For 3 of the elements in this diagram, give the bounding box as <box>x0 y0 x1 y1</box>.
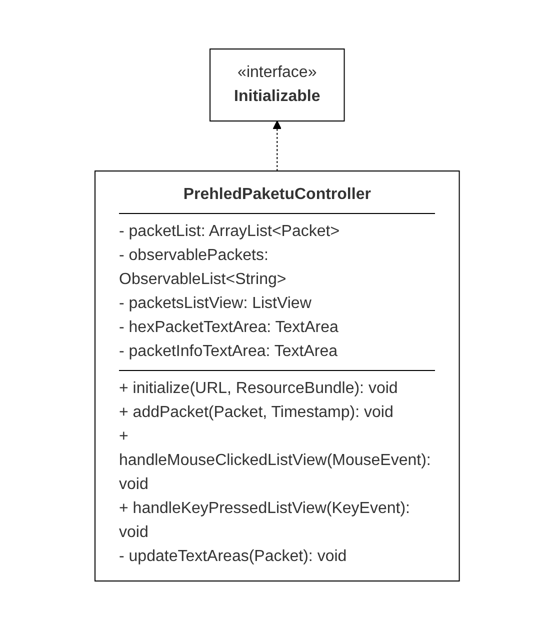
arrow <box>272 120 282 172</box>
node-box: «interface» Initializable <box>209 48 345 122</box>
node-box: PrehledPaketuController - packetList: ArrayList<Packet> - observablePackets: ObservableList<String> - packetsListView: ListView - hexPacketTextArea: TextArea - packetInfoTextArea: TextArea + initialize(URL, ResourceBundle): void + addPacket(Packet, Timestamp): void + handleMouseClickedListView(MouseEvent): void + handleKeyPressedListView(KeyEvent): void - updateTextAreas(Packet): void <box>94 170 460 582</box>
